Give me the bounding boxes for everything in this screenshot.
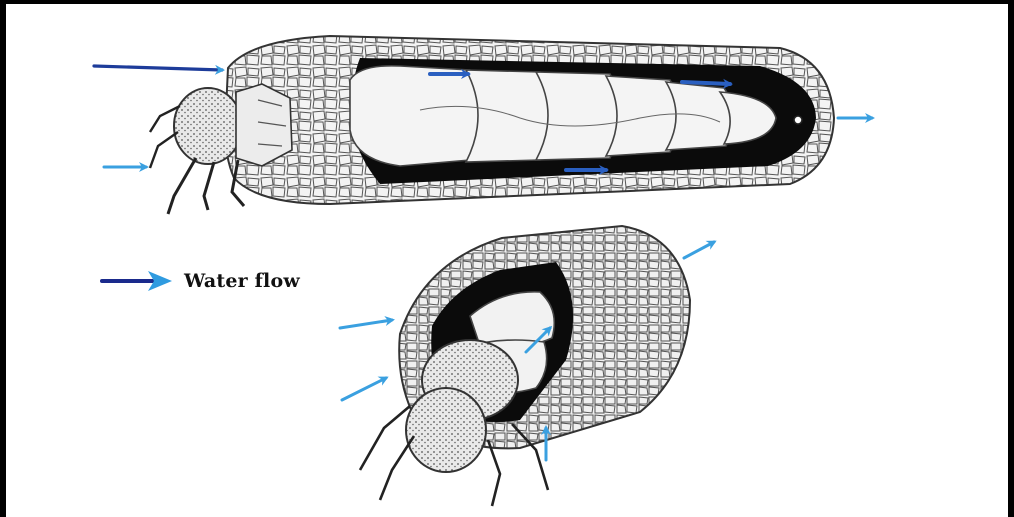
flow-arrow-bottom-inlet-2 <box>342 378 386 400</box>
flow-arrow-bottom-outlet <box>684 242 714 258</box>
flow-arrow-inlet-upper <box>94 66 222 70</box>
arrow-right-icon <box>100 269 174 293</box>
larva-bottom <box>360 226 690 506</box>
flow-arrow-bottom-inlet-1 <box>340 320 392 328</box>
legend-label: Water flow <box>184 270 300 292</box>
larva-top <box>150 36 834 214</box>
legend: Water flow <box>100 264 300 298</box>
flow-arrow-internal-2 <box>682 82 730 84</box>
